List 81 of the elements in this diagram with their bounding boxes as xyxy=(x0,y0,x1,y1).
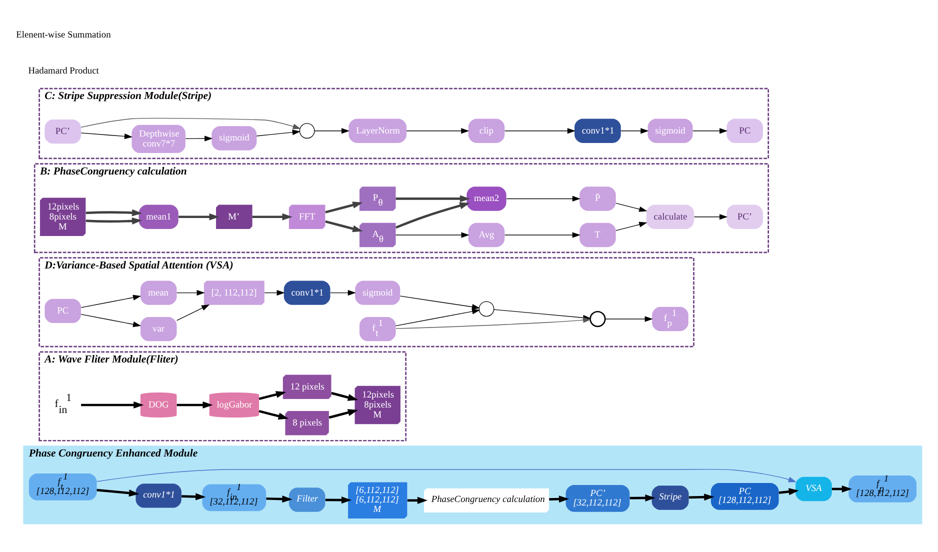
node-box: conv1*1 xyxy=(136,484,182,508)
legend-label: Hadamard Product xyxy=(28,66,99,77)
node-circle xyxy=(590,310,606,328)
arrow xyxy=(692,128,728,134)
node-box: var xyxy=(140,316,177,342)
node-box: T xyxy=(580,222,616,248)
arrow xyxy=(400,296,480,310)
arrow xyxy=(325,220,363,232)
arrow xyxy=(694,214,728,220)
arrow xyxy=(176,304,210,321)
arrow xyxy=(832,485,852,493)
arrow xyxy=(396,317,592,329)
arrow xyxy=(178,213,220,220)
node-box: mean1 xyxy=(138,204,178,229)
arrow xyxy=(778,488,799,496)
node-box: mean xyxy=(140,280,177,305)
arrow xyxy=(395,308,480,326)
node-box: PC’ xyxy=(44,119,81,144)
arrow xyxy=(407,496,428,504)
arrow xyxy=(185,136,213,142)
arrow xyxy=(396,195,470,202)
node-box: PC’ xyxy=(726,204,763,229)
arrow xyxy=(688,494,714,501)
arrow xyxy=(86,217,142,224)
arrow xyxy=(258,391,286,400)
arrow xyxy=(86,209,142,216)
node-circle xyxy=(299,123,315,139)
arrow xyxy=(604,316,653,322)
arrow xyxy=(506,196,580,202)
node-box: clip xyxy=(468,118,505,143)
arrow xyxy=(330,290,356,296)
arrow xyxy=(80,294,142,308)
arrow xyxy=(549,496,570,503)
arrow xyxy=(176,401,213,409)
arrow xyxy=(258,410,289,420)
node-box: conv1*1 xyxy=(574,118,621,143)
arrow xyxy=(395,232,470,238)
node-box: calculate xyxy=(646,204,694,229)
node-box: Avg xyxy=(468,222,505,248)
arrow xyxy=(325,496,352,504)
node-box: LayerNorm xyxy=(348,118,406,143)
arrow xyxy=(80,118,301,130)
arrow xyxy=(176,290,205,296)
arrow xyxy=(630,494,656,502)
node-box: mean2 xyxy=(466,186,506,211)
arrow xyxy=(331,392,358,401)
arrow xyxy=(620,128,649,134)
node-box: sigmoid xyxy=(355,280,400,305)
arrow xyxy=(256,130,300,136)
node-box: conv1*1 xyxy=(284,280,330,305)
arrow xyxy=(266,496,292,503)
node-box: PC xyxy=(44,298,81,324)
node-box: PC xyxy=(726,118,763,143)
node-box: VSA xyxy=(796,476,832,502)
arrow xyxy=(325,202,363,214)
arrow xyxy=(328,409,358,419)
arrow xyxy=(96,488,140,497)
arrow xyxy=(504,128,576,134)
legend-label: Elenent-wise Summation xyxy=(16,30,111,40)
node-box: Depthwise conv7*7 xyxy=(132,124,186,154)
arrow xyxy=(406,128,470,134)
arrow xyxy=(80,132,133,140)
arrow xyxy=(616,202,648,212)
arrow xyxy=(81,401,144,409)
arrow xyxy=(396,202,470,229)
node-box: PC [128,112,112] xyxy=(710,482,779,510)
arrow xyxy=(80,314,142,328)
arrow xyxy=(252,213,292,220)
arrow xyxy=(181,493,206,500)
arrow xyxy=(96,468,796,482)
node-box: Stripe xyxy=(652,486,689,510)
node-box: sigmoid xyxy=(648,118,693,143)
node-box: PC’ [32,112,112] xyxy=(566,484,630,512)
node-box: P̄ xyxy=(580,186,616,211)
node-box: sigmoid xyxy=(212,126,257,150)
arrow xyxy=(616,222,648,231)
arrow xyxy=(314,128,350,134)
arrow xyxy=(264,290,285,296)
arrow xyxy=(504,232,580,238)
node-circle xyxy=(478,301,494,317)
node-box: Filter xyxy=(288,488,326,512)
